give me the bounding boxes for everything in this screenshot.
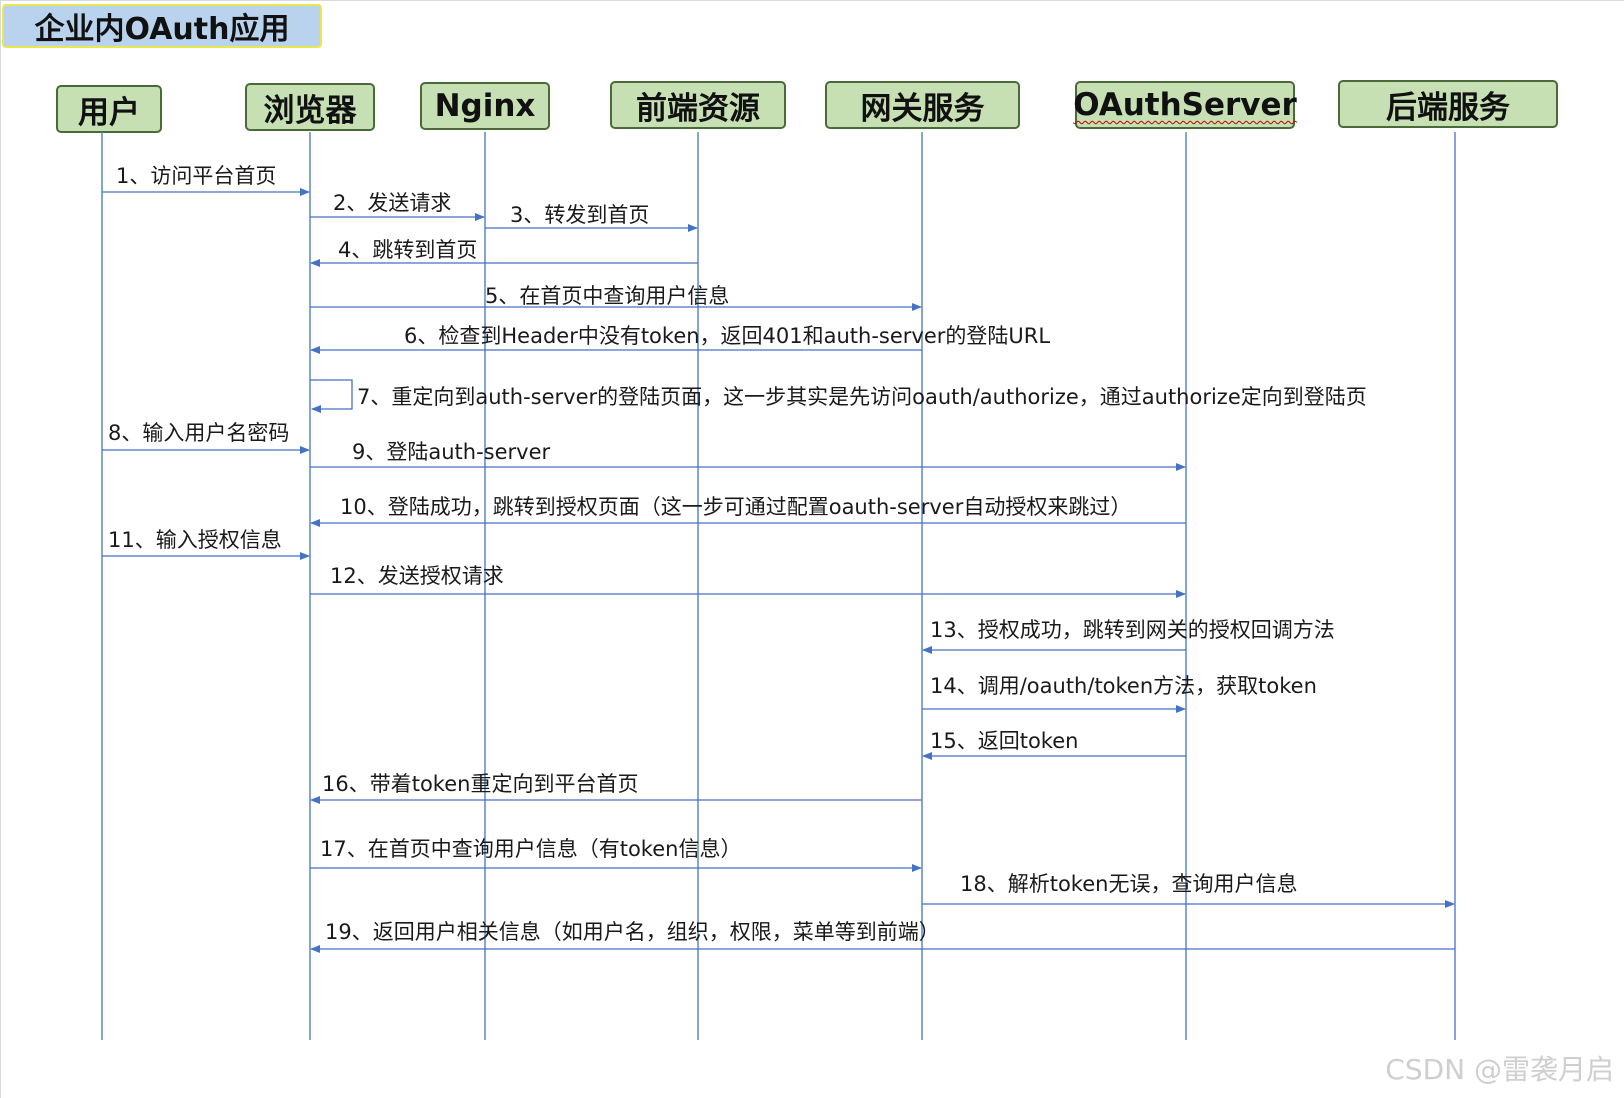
participant-label: 浏览器 (263, 92, 357, 129)
watermark: CSDN @雷袭月启 (1385, 1053, 1614, 1086)
participant-label: 网关服务 (860, 90, 985, 127)
message-label: 8、输入用户名密码 (108, 421, 289, 445)
message-label: 13、授权成功，跳转到网关的授权回调方法 (930, 618, 1335, 642)
message-label: 14、调用/oauth/token方法，获取token (930, 674, 1317, 698)
message-label: 17、在首页中查询用户信息（有token信息） (320, 837, 741, 861)
message-label: 10、登陆成功，跳转到授权页面（这一步可通过配置oauth-server自动授权… (340, 495, 1131, 519)
message-label: 6、检查到Header中没有token，返回401和auth-server的登陆… (404, 324, 1050, 348)
message-label: 5、在首页中查询用户信息 (485, 284, 729, 308)
message-arrow (310, 379, 353, 413)
message-label: 4、跳转到首页 (338, 238, 477, 262)
message-label: 11、输入授权信息 (108, 528, 282, 552)
participant-gateway: 网关服务 (825, 81, 1020, 129)
participant-nginx: Nginx (420, 82, 550, 130)
message-label: 9、登陆auth-server (352, 440, 551, 464)
participant-user: 用户 (56, 85, 162, 133)
participant-backend: 后端服务 (1338, 80, 1558, 128)
message-label: 12、发送授权请求 (330, 564, 504, 588)
participant-label: OAuthServer (1073, 87, 1297, 123)
participant-label: 后端服务 (1386, 89, 1510, 126)
message-label: 18、解析token无误，查询用户信息 (960, 872, 1297, 896)
message-label: 19、返回用户相关信息（如用户名，组织，权限，菜单等到前端） (325, 920, 940, 944)
message-label: 16、带着token重定向到平台首页 (322, 772, 638, 796)
participant-oauth: OAuthServer (1073, 81, 1297, 129)
participant-browser: 浏览器 (245, 83, 375, 131)
participant-frontend: 前端资源 (610, 81, 786, 129)
participant-label: Nginx (434, 88, 536, 124)
message-label: 7、重定向到auth-server的登陆页面，这一步其实是先访问oauth/au… (357, 385, 1367, 409)
top-border (0, 0, 1624, 1)
diagram-title: 企业内OAuth应用 (2, 4, 322, 48)
message-label: 15、返回token (930, 729, 1078, 753)
message-label: 1、访问平台首页 (116, 164, 276, 188)
left-border (0, 0, 1, 1098)
participant-label: 用户 (78, 94, 140, 131)
participant-label: 前端资源 (636, 90, 760, 127)
message-label: 2、发送请求 (333, 191, 451, 215)
message-label: 3、转发到首页 (510, 203, 649, 227)
